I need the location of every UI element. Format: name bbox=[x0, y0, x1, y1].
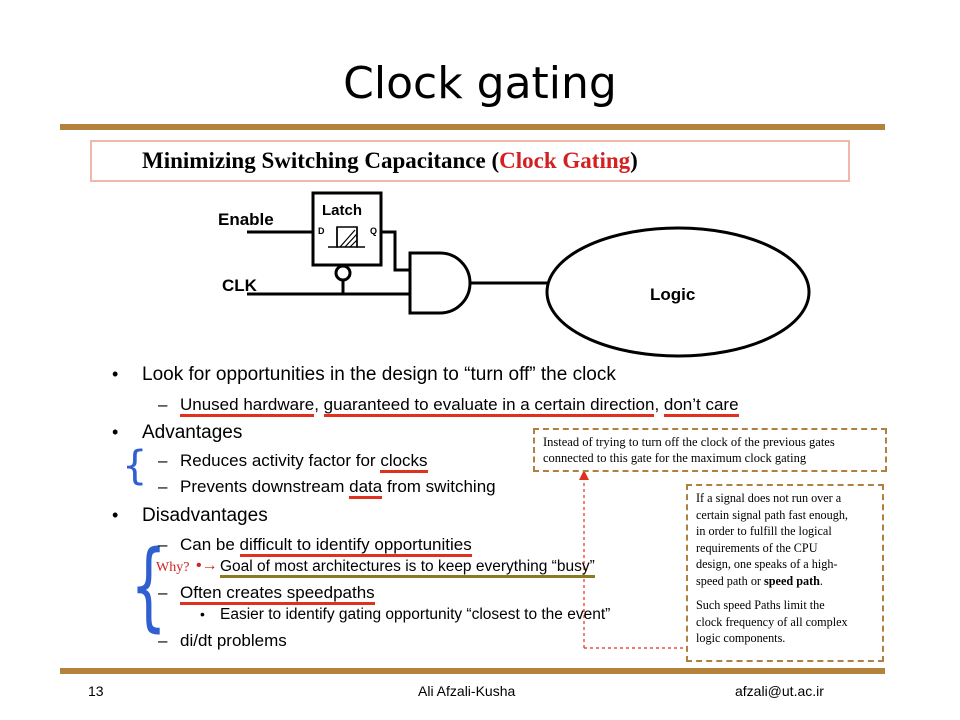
bullet-dot: • bbox=[112, 422, 119, 442]
latch-q-label: Q bbox=[370, 226, 377, 236]
logic-block bbox=[545, 226, 811, 358]
difficult-text: difficult to identify opportunities bbox=[239, 535, 472, 557]
side-note-line: clock frequency of all complex bbox=[696, 614, 848, 629]
q-wire bbox=[381, 230, 410, 272]
disadvantage-1-text: Can be bbox=[180, 535, 240, 554]
bottom-divider bbox=[60, 668, 885, 674]
latch-d-label: D bbox=[318, 226, 325, 236]
disadvantage-3: di/dt problems bbox=[180, 631, 287, 650]
advantage-1-text: Reduces activity factor for bbox=[180, 451, 381, 470]
side-note-line: speed path or speed path. bbox=[696, 573, 874, 590]
heading-suffix: ) bbox=[630, 148, 638, 173]
advantage-2-tail: from switching bbox=[382, 477, 496, 496]
side-note-text: . bbox=[819, 573, 823, 588]
top-divider bbox=[60, 124, 885, 130]
note-arrow-head bbox=[579, 470, 589, 480]
side-note-line: certain signal path fast enough, bbox=[696, 507, 848, 522]
disadvantage-2-sub: Easier to identify gating opportunity “c… bbox=[220, 606, 611, 623]
disadvantage-1: Can be difficult to identify opportuniti… bbox=[180, 535, 472, 557]
why-arrow-icon: •→ bbox=[196, 557, 218, 574]
disadvantages-brace: { bbox=[130, 530, 167, 642]
separator: , bbox=[314, 395, 324, 414]
logic-label: Logic bbox=[650, 285, 695, 304]
side-note-line: Such speed Paths limit the bbox=[696, 598, 825, 612]
disadvantage-2: Often creates speedpaths bbox=[180, 583, 375, 605]
side-note-line: design, one speaks of a high- bbox=[696, 557, 838, 571]
bullet-3: Disadvantages bbox=[142, 505, 268, 526]
slide-title: Clock gating bbox=[343, 58, 617, 109]
advantage-1: Reduces activity factor for clocks bbox=[180, 451, 428, 473]
advantage-2: Prevents downstream data from switching bbox=[180, 477, 496, 499]
top-note-line: connected to this gate for the maximum c… bbox=[543, 451, 807, 465]
top-note-line: Instead of trying to turn off the clock … bbox=[543, 435, 835, 449]
guaranteed-text: guaranteed to evaluate in a certain dire… bbox=[323, 395, 655, 417]
side-note-text: speed path or bbox=[696, 573, 765, 588]
advantages-brace: { bbox=[122, 443, 148, 489]
section-heading: Minimizing Switching Capacitance (Clock … bbox=[90, 140, 850, 182]
latch-box bbox=[311, 191, 383, 267]
latch-label: Latch bbox=[322, 202, 362, 219]
author-name: Ali Afzali-Kusha bbox=[418, 683, 516, 699]
bullet-1-sub: Unused hardware, guaranteed to evaluate … bbox=[180, 395, 739, 417]
advantage-2-text: Prevents downstream bbox=[180, 477, 350, 496]
side-note-spacer bbox=[696, 589, 874, 597]
bullet-dot: • bbox=[112, 364, 119, 384]
side-note-line: in order to fulfill the logical bbox=[696, 524, 832, 538]
speedpaths-text: Often creates speedpaths bbox=[180, 583, 375, 605]
sub-dash: – bbox=[158, 535, 168, 554]
heading-highlight: Clock Gating bbox=[499, 148, 631, 173]
dont-care-text: don’t care bbox=[663, 395, 739, 417]
heading-prefix: Minimizing Switching Capacitance ( bbox=[142, 148, 500, 173]
side-note-line: If a signal does not run over a bbox=[696, 491, 842, 505]
goal-text: Goal of most architectures is to keep ev… bbox=[220, 558, 595, 578]
clock-inversion-bubble bbox=[334, 264, 352, 282]
goal-sentence: Goal of most architectures is to keep ev… bbox=[220, 558, 595, 578]
unused-hardware-text: Unused hardware bbox=[180, 395, 315, 417]
side-note: If a signal does not run over a certain … bbox=[686, 484, 884, 662]
clk-label: CLK bbox=[222, 276, 258, 295]
author-email: afzali@ut.ac.ir bbox=[735, 683, 824, 699]
clocks-text: clocks bbox=[380, 451, 428, 473]
speed-path-term: speed path bbox=[764, 573, 820, 588]
separator: , bbox=[654, 395, 664, 414]
sub-dash: – bbox=[158, 451, 168, 470]
sub-sub-bullet: • bbox=[200, 606, 205, 622]
data-text: data bbox=[349, 477, 383, 499]
enable-label: Enable bbox=[218, 210, 274, 229]
bullet-1: Look for opportunities in the design to … bbox=[142, 364, 616, 385]
side-note-line: requirements of the CPU bbox=[696, 540, 818, 555]
why-label: Why? bbox=[156, 560, 190, 575]
top-note: Instead of trying to turn off the clock … bbox=[533, 428, 887, 472]
side-note-line: logic components. bbox=[696, 631, 786, 645]
sub-dash: – bbox=[158, 395, 168, 414]
sub-dash: – bbox=[158, 477, 168, 496]
bullet-2: Advantages bbox=[142, 422, 243, 443]
page-number: 13 bbox=[88, 683, 104, 699]
sub-dash: – bbox=[158, 583, 168, 602]
and-gate bbox=[408, 251, 472, 315]
sub-dash: – bbox=[158, 631, 168, 650]
bullet-dot: • bbox=[112, 505, 119, 525]
